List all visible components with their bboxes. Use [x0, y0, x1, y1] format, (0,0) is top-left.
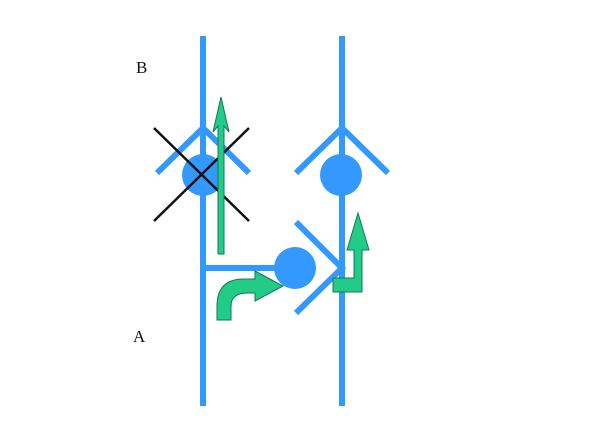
label-a: A	[133, 327, 146, 346]
curved-transfer-arrow	[216, 270, 285, 321]
up-arrow-blocked	[212, 96, 230, 255]
right-lower-chevron	[293, 219, 347, 316]
cross-line-2	[153, 127, 250, 222]
up-right-arrow	[332, 211, 370, 293]
right-upper-node	[320, 154, 362, 196]
middle-node	[274, 247, 316, 289]
right-upper-chevron	[293, 123, 391, 176]
left-upper-chevron	[154, 123, 252, 176]
label-b: B	[136, 58, 148, 77]
